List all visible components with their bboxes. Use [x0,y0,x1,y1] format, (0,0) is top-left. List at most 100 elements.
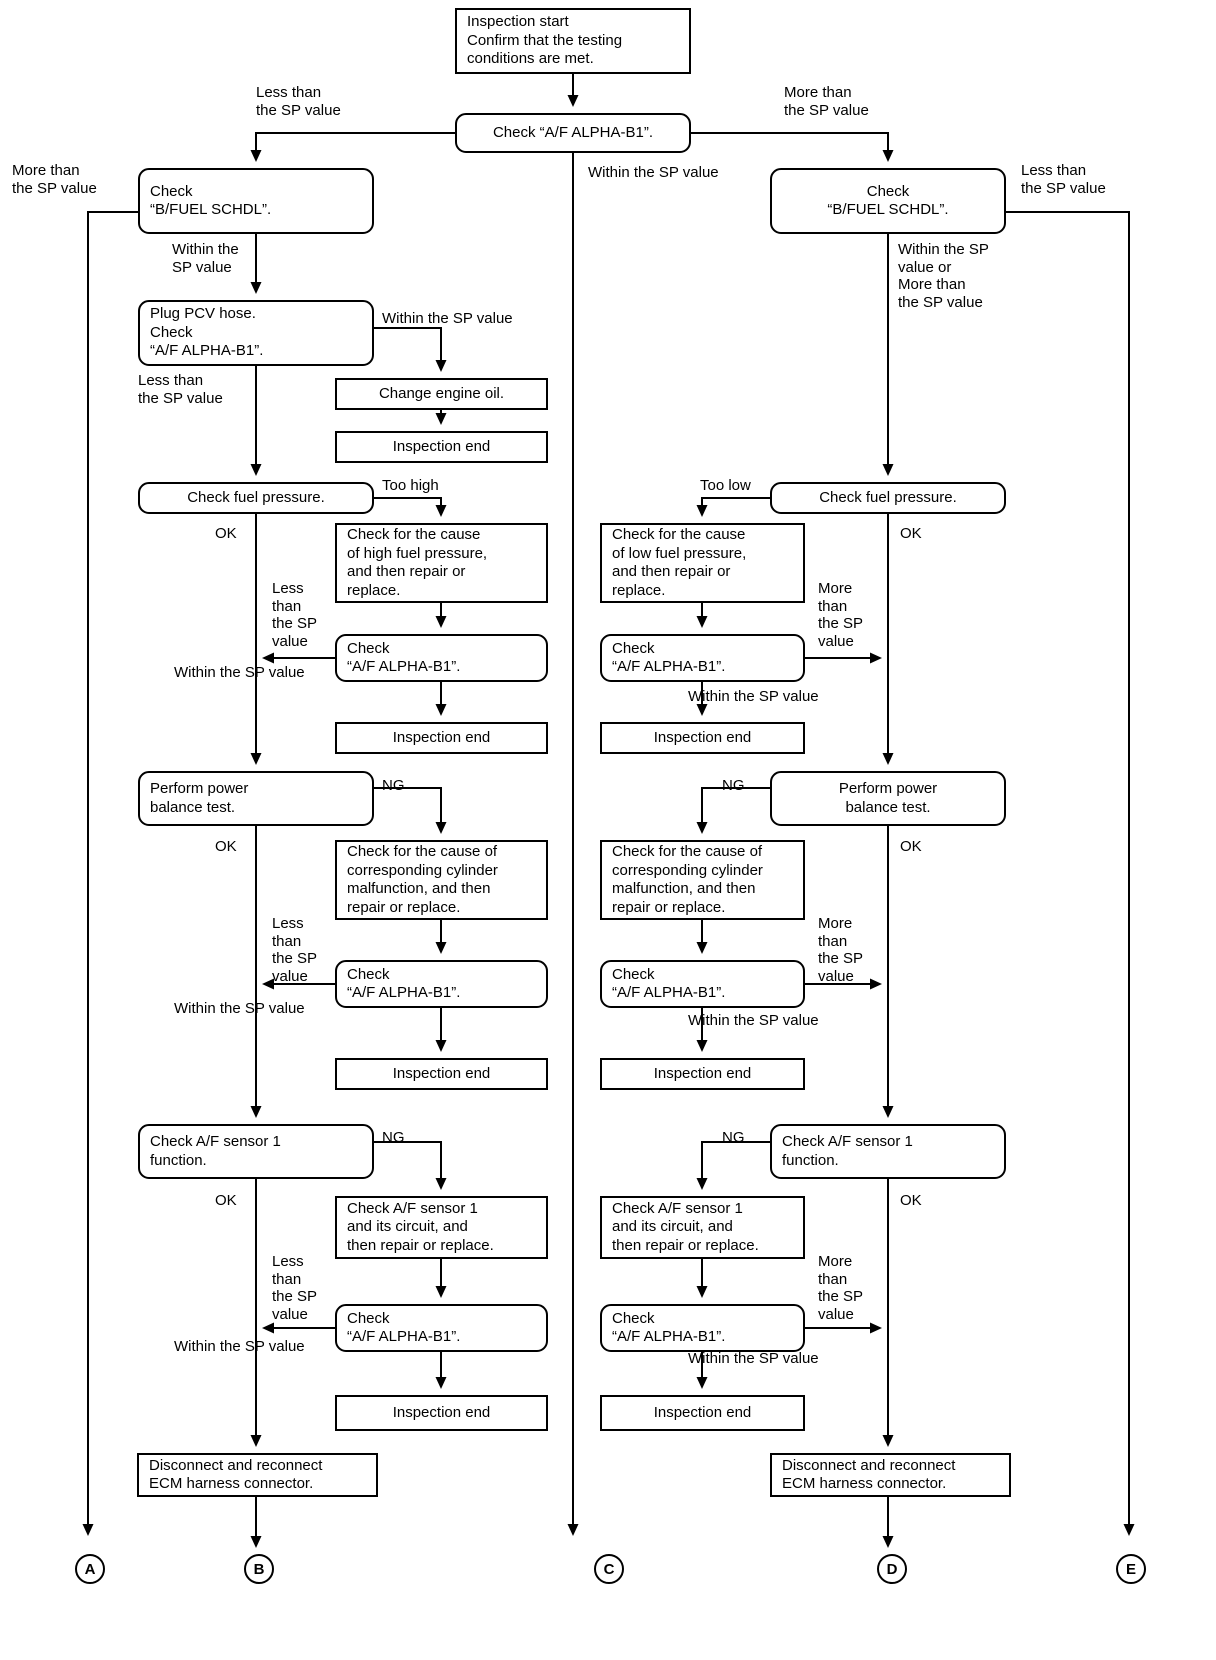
node-label: Inspection end [392,437,491,455]
arrowhead [567,1524,579,1536]
node-label: Inspection end [392,728,491,746]
node-r_fuelpress: Check fuel pressure. [770,482,1006,514]
connector-c_sn_ng [374,1141,447,1190]
connector-c_rcc_af3 [696,920,708,954]
arrowhead [435,1286,447,1298]
edge-label-lbl_more_r5: More than the SP value [818,1253,864,1323]
arrowhead [262,1322,274,1334]
connector-c_raf3_over [805,978,882,990]
node-l_af2: Check “A/F ALPHA-B1”. [335,634,548,682]
node-label: Plug PCV hose. Check “A/F ALPHA-B1”. [150,305,264,360]
edge-label-lbl_less_top: Less than the SP value [256,84,341,119]
node-l_power: Perform power balance test. [138,771,374,826]
connector-c_raf4_end [696,1352,708,1389]
node-r_ecm: Disconnect and reconnect ECM harness con… [770,1453,1011,1497]
node-label: Check for the cause of low fuel pressure… [612,526,747,599]
arrowhead [435,360,447,372]
node-l_af4: Check “A/F ALPHA-B1”. [335,1304,548,1352]
connector-c_oil_end [435,410,447,425]
arrowhead [882,464,894,476]
edge-label-lbl_within_r5: Within the SP value [688,1350,819,1367]
terminal-label: C [603,1560,615,1578]
terminal-a: A [75,1554,105,1584]
arrowhead [696,942,708,954]
connector-c_rfp_ok [882,514,894,765]
arrowhead [435,1040,447,1052]
node-r_af2: Check “A/F ALPHA-B1”. [600,634,805,682]
node-label: Check “A/F ALPHA-B1”. [347,1309,461,1346]
node-l_sensorfix: Check A/F sensor 1 and its circuit, and … [335,1196,548,1259]
edge-label-lbl_ok_l2: OK [215,838,237,855]
edge-label-lbl_within_l5: Within the SP value [174,1338,305,1355]
edge-label-lbl_less_right: Less than the SP value [1021,162,1106,197]
arrowhead [250,464,262,476]
edge-label-lbl_less_l4: Less than the SP value [272,915,318,985]
node-label: Check fuel pressure. [187,488,325,506]
edge-label-lbl_within_r3: Within the SP value [688,688,819,705]
connector-line [701,787,770,823]
edge-label-lbl_more_r4: More than the SP value [818,915,864,985]
connector-c_af4_back [262,1322,335,1334]
arrowhead [435,505,447,517]
terminal-d: D [877,1554,907,1584]
arrowhead [567,95,579,107]
connector-c_recm_d [882,1497,894,1548]
arrowhead [696,616,708,628]
node-label: Disconnect and reconnect ECM harness con… [782,1456,956,1493]
node-label: Perform power balance test. [838,780,938,816]
arrowhead [1123,1524,1135,1536]
terminal-b: B [244,1554,274,1584]
connector-line [701,497,770,506]
arrowhead [870,978,882,990]
arrowhead [262,652,274,664]
node-l_fuelpress: Check fuel pressure. [138,482,374,514]
node-r_af3: Check “A/F ALPHA-B1”. [600,960,805,1008]
edge-label-lbl_ok_l1: OK [215,525,237,542]
arrowhead [696,822,708,834]
connector-line [374,787,442,823]
connector-c_check_mid [567,153,579,1536]
node-l_end4: Inspection end [335,1395,548,1431]
node-label: Perform power balance test. [150,780,249,816]
connector-line [374,1141,442,1179]
connector-c_pcv_down [250,366,262,476]
arrowhead [696,1178,708,1190]
arrowhead [435,1377,447,1389]
connector-c_cc_af3 [435,920,447,954]
edge-label-lbl_toohigh: Too high [382,477,439,494]
connector-line [1006,211,1130,1525]
node-r_sensor: Check A/F sensor 1 function. [770,1124,1006,1179]
connector-c_start_check [567,74,579,107]
node-label: Check “A/F ALPHA-B1”. [492,123,654,141]
node-label: Check “A/F ALPHA-B1”. [347,965,461,1002]
connector-c_fp_low [696,497,770,517]
node-r_lowcause: Check for the cause of low fuel pressure… [600,523,805,603]
edge-label-lbl_ng_r2: NG [722,1129,745,1146]
arrowhead [435,413,447,425]
connector-c_rb_within [882,234,894,476]
edge-label-lbl_toolow: Too low [700,477,751,494]
connector-c_af3_back [262,978,335,990]
node-l_ecm: Disconnect and reconnect ECM harness con… [137,1453,378,1497]
node-label: Inspection end [392,1064,491,1082]
connector-c_rsn_ng [696,1141,770,1190]
connector-c_pb_ok [250,826,262,1118]
arrowhead [696,1377,708,1389]
connector-line [374,327,442,361]
connector-c_sf_af4 [435,1259,447,1298]
node-l_end3: Inspection end [335,1058,548,1090]
node-check_af_top: Check “A/F ALPHA-B1”. [455,113,691,153]
connector-c_hc_af2 [435,603,447,628]
arrowhead [82,1524,94,1536]
node-l_af3: Check “A/F ALPHA-B1”. [335,960,548,1008]
connector-c_rb_less [1006,211,1135,1536]
node-r_end4: Inspection end [600,1395,805,1431]
edge-label-lbl_ng_r: NG [722,777,745,794]
edge-label-lbl_less_l5: Less than the SP value [272,1253,318,1323]
arrowhead [435,822,447,834]
node-label: Check A/F sensor 1 function. [150,1133,281,1169]
connector-c_raf2_over [805,652,882,664]
node-label: Check “A/F ALPHA-B1”. [347,639,461,676]
node-r_bfuel: Check “B/FUEL SCHDL”. [770,168,1006,234]
terminal-label: B [253,1560,265,1578]
